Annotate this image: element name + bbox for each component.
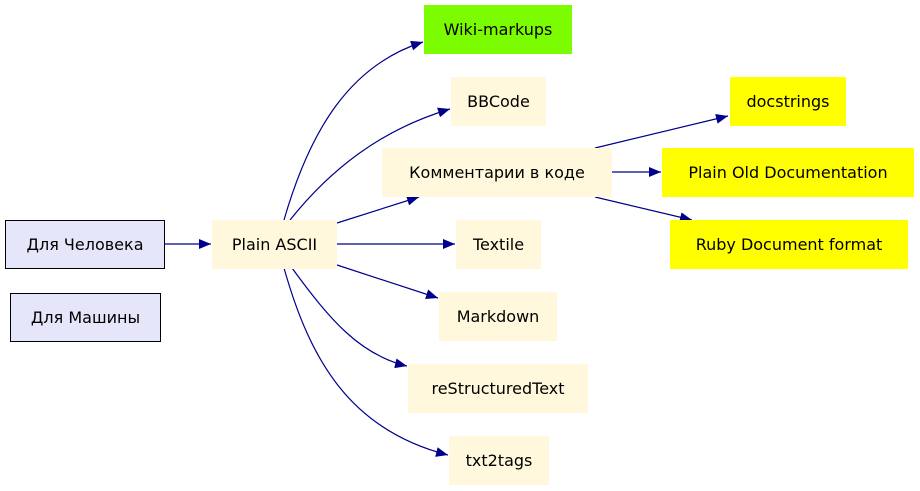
node-markdown: Markdown — [439, 292, 557, 341]
edge-plain-ascii-to-code-comments — [336, 195, 420, 224]
node-rdoc-label: Ruby Document format — [695, 235, 883, 254]
edge-plain-ascii-to-bbcode — [289, 107, 451, 221]
node-restructuredtext-label: reStructuredText — [431, 379, 565, 398]
node-bbcode-label: BBCode — [467, 92, 530, 111]
edge-plain-ascii-to-markdown — [336, 264, 439, 300]
node-docstrings: docstrings — [730, 77, 846, 126]
node-human-label: Для Человека — [26, 235, 144, 254]
node-txt2tags: txt2tags — [449, 436, 549, 485]
node-plain-ascii-label: Plain ASCII — [231, 235, 318, 254]
node-restructuredtext: reStructuredText — [408, 364, 588, 413]
node-machine-label: Для Машины — [30, 308, 141, 327]
edge-code-comments-to-rdoc — [594, 196, 693, 223]
node-bbcode: BBCode — [451, 77, 546, 126]
node-code-comments: Комментарии в коде — [382, 148, 612, 197]
node-textile-label: Textile — [472, 235, 525, 254]
node-txt2tags-label: txt2tags — [465, 451, 533, 470]
node-textile: Textile — [456, 220, 541, 269]
node-pod-label: Plain Old Documentation — [688, 163, 888, 182]
node-wiki-markups-label: Wiki-markups — [443, 20, 553, 39]
edge-plain-ascii-to-txt2tags — [283, 267, 449, 457]
node-machine: Для Машины — [10, 293, 161, 342]
node-plain-ascii: Plain ASCII — [212, 220, 337, 269]
node-docstrings-label: docstrings — [746, 92, 830, 111]
node-pod: Plain Old Documentation — [662, 148, 914, 197]
edge-code-comments-to-docstrings — [594, 113, 729, 149]
node-human: Для Человека — [5, 220, 165, 269]
edge-plain-ascii-to-restructuredtext — [291, 267, 408, 369]
edge-plain-ascii-to-wiki-markups — [283, 40, 424, 221]
node-markdown-label: Markdown — [456, 307, 540, 326]
node-wiki-markups: Wiki-markups — [424, 5, 572, 54]
node-rdoc: Ruby Document format — [670, 220, 908, 269]
node-code-comments-label: Комментарии в коде — [409, 163, 585, 182]
